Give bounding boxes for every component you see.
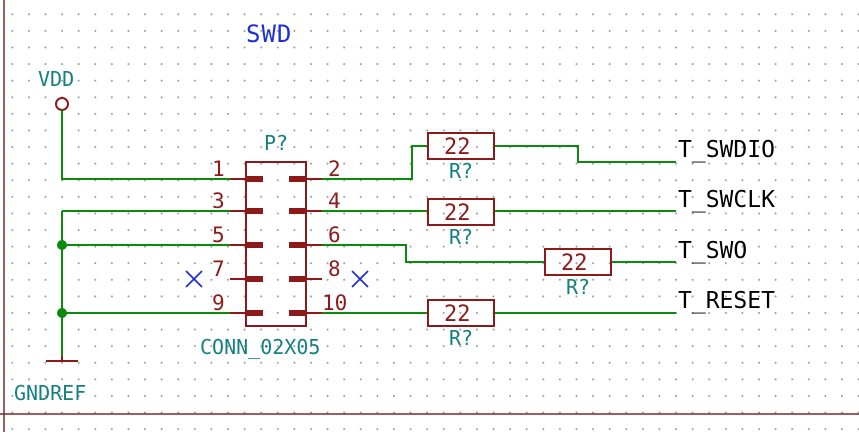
pin-number: 5: [212, 223, 225, 247]
no-connect-marker: [185, 270, 203, 288]
pin-number: 1: [212, 157, 225, 181]
resistor-r4[interactable]: 22 R?: [427, 299, 495, 350]
pin-number: 8: [328, 257, 341, 281]
gnd-label: GNDREF: [14, 381, 86, 405]
resistor-r1[interactable]: 22 R?: [427, 132, 495, 183]
wire-vdd-pin1: [61, 110, 230, 180]
net-label-swdio[interactable]: T_SWDIO: [678, 137, 775, 163]
pin-number: 3: [212, 189, 225, 213]
resistor-value: 22: [561, 251, 588, 276]
resistor-r3[interactable]: 22 R?: [544, 248, 612, 299]
pin-number: 7: [212, 257, 225, 281]
pin-number: 4: [328, 189, 341, 213]
pin-number: 10: [322, 291, 347, 315]
pin-number: 9: [212, 291, 225, 315]
wire-pin2-r1: [322, 145, 428, 180]
resistor-value: 22: [444, 302, 471, 327]
vdd-pin-circle: [55, 97, 69, 111]
junction-dot: [57, 308, 67, 318]
junction-dot: [57, 240, 67, 250]
sheet-title: SWD: [246, 20, 292, 48]
connector-right-pins: [289, 176, 322, 316]
resistor-value: 22: [444, 201, 471, 226]
connector-left-pins: [230, 176, 263, 316]
resistor-body: [427, 299, 495, 327]
pin-number: 6: [328, 223, 341, 247]
wire-r1-swdio: [494, 145, 676, 163]
resistor-value: 22: [444, 135, 471, 160]
vdd-label: VDD: [38, 67, 74, 91]
no-connect-marker: [351, 270, 369, 288]
pin-number: 2: [328, 157, 341, 181]
resistor-reference: R?: [449, 326, 473, 350]
vdd-power-symbol[interactable]: VDD: [38, 67, 74, 111]
resistor-reference: R?: [449, 159, 473, 183]
resistor-body: [427, 132, 495, 160]
net-label-reset[interactable]: T_RESET: [678, 288, 775, 314]
resistor-body: [427, 198, 495, 226]
resistor-reference: R?: [449, 225, 473, 249]
resistor-r2[interactable]: 22 R?: [427, 198, 495, 249]
connector-conn-02x05[interactable]: P? 1 3 5 7 9 2 4 6 8 10 CONN_02X05: [200, 131, 347, 359]
wires: [61, 110, 676, 356]
connector-value: CONN_02X05: [200, 335, 320, 359]
resistor-reference: R?: [566, 275, 590, 299]
gndref-power-symbol[interactable]: GNDREF: [14, 356, 86, 405]
resistor-body: [544, 248, 612, 276]
wire-pin6-r3: [322, 244, 545, 263]
net-label-swo[interactable]: T_SWO: [678, 238, 747, 264]
net-label-swclk[interactable]: T_SWCLK: [678, 187, 775, 213]
connector-reference: P?: [264, 131, 288, 155]
